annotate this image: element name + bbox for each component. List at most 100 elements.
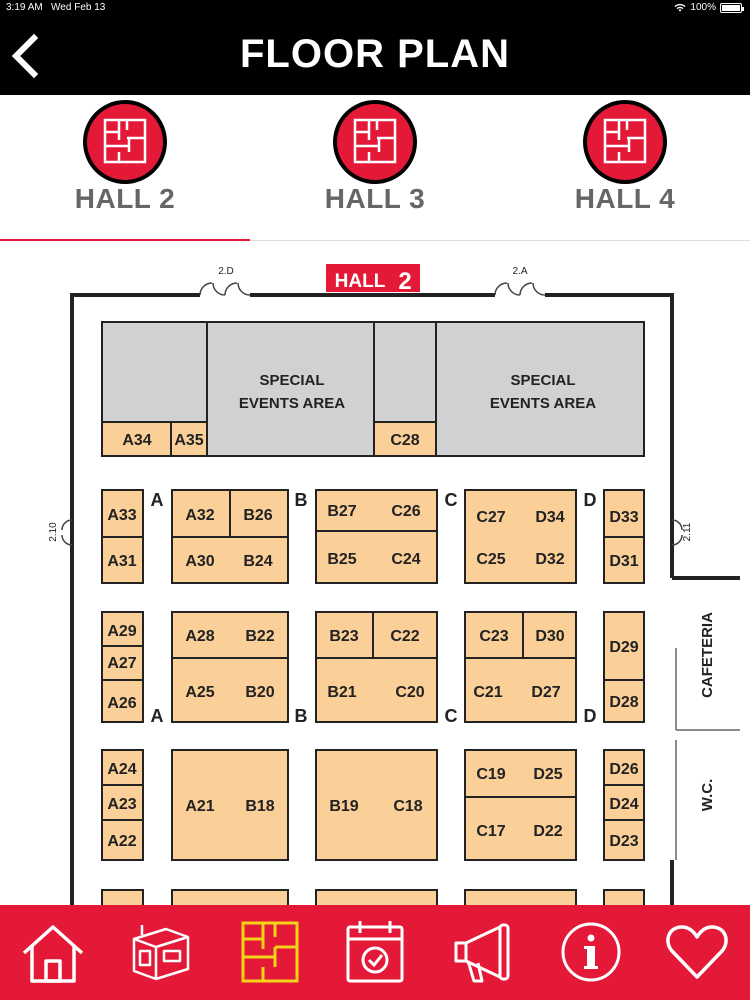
special-events-label: SPECIAL <box>259 372 324 389</box>
cafeteria-area[interactable]: CAFETERIA <box>675 612 740 731</box>
booth-block-a28[interactable] <box>171 611 289 659</box>
booth-block-c17[interactable] <box>464 796 577 861</box>
booth-c22[interactable] <box>372 611 438 659</box>
floor-plan-icon <box>83 100 167 184</box>
booth-d31[interactable] <box>603 536 645 584</box>
hall-sign-number: 2 <box>398 268 411 295</box>
status-time: 3:19 AM Wed Feb 13 <box>6 2 106 13</box>
nav-exhibitors[interactable] <box>126 917 196 987</box>
booth-label-a24: A24 <box>107 761 136 778</box>
booth-label-a35: A35 <box>174 432 203 449</box>
booth-label-a26: A26 <box>107 695 136 712</box>
booth-d30[interactable] <box>522 611 577 659</box>
nav-agenda[interactable] <box>340 917 410 987</box>
booth-label-b24: B24 <box>243 553 272 570</box>
booth-block-a25[interactable] <box>171 657 289 723</box>
booth-label-b26: B26 <box>243 507 272 524</box>
aisle-letter: B <box>295 490 308 510</box>
booth-label-c26: C26 <box>391 503 420 520</box>
booth-label-c22: C22 <box>390 628 419 645</box>
booth-block-a21[interactable] <box>171 749 289 861</box>
booth-label-d22: D22 <box>533 823 562 840</box>
booth-label-c25: C25 <box>476 551 505 568</box>
page-title: FLOOR PLAN <box>240 32 510 76</box>
aisle-letters: A B C D A B C D <box>151 490 597 726</box>
nav-home[interactable] <box>18 917 88 987</box>
header-bar: FLOOR PLAN <box>0 18 750 95</box>
booth-label-c23: C23 <box>479 628 508 645</box>
booth-label-c19: C19 <box>476 766 505 783</box>
floor-plan-icon <box>333 100 417 184</box>
nav-info[interactable] <box>556 917 626 987</box>
booth-a31[interactable] <box>101 536 144 584</box>
tab-label: HALL 3 <box>324 183 426 214</box>
booth-a35[interactable] <box>170 421 208 457</box>
tab-hall-4[interactable]: HALL 4 <box>500 95 750 241</box>
door-label-2a: 2.A <box>512 266 527 277</box>
booth-d28[interactable] <box>603 679 645 723</box>
booth-a33[interactable] <box>101 489 144 538</box>
booth-label-c20: C20 <box>395 684 424 701</box>
wc-area[interactable]: W.C. <box>675 740 716 860</box>
special-events-label: EVENTS AREA <box>239 395 345 412</box>
booth-block-b27[interactable] <box>315 489 438 532</box>
booth-b23[interactable] <box>315 611 374 659</box>
status-right: 100% <box>674 2 744 13</box>
door-labels: 2.D 2.A 2.10 2.11 <box>48 266 693 542</box>
tab-label: HALL 2 <box>74 183 176 214</box>
booth-a22[interactable] <box>101 819 144 861</box>
special-events-label: EVENTS AREA <box>490 395 596 412</box>
back-button[interactable] <box>6 32 46 80</box>
booth-label-d29: D29 <box>609 639 638 656</box>
booth-block-c19[interactable] <box>464 749 577 798</box>
nav-announcements[interactable] <box>450 917 520 987</box>
booth-block-b21[interactable] <box>315 657 438 723</box>
booth-block-c21[interactable] <box>464 657 577 723</box>
booth-label-a29: A29 <box>107 623 136 640</box>
booth-label-d26: D26 <box>609 761 638 778</box>
wifi-icon <box>675 3 686 12</box>
booth-label-c17: C17 <box>476 823 505 840</box>
floor-plan-map[interactable]: 2.D 2.A 2.10 2.11 HALL 2 SPECIAL EVENTS … <box>0 241 750 911</box>
booth-block-b19[interactable] <box>315 749 438 861</box>
booth-label-a23: A23 <box>107 796 136 813</box>
booth-label-c24: C24 <box>391 551 420 568</box>
booth-label-d33: D33 <box>609 509 638 526</box>
wc-label: W.C. <box>699 779 716 812</box>
booth-d26[interactable] <box>603 749 645 786</box>
booth-label-b27: B27 <box>327 503 356 520</box>
booth-label-a34: A34 <box>122 432 151 449</box>
booth-d23[interactable] <box>603 819 645 861</box>
cafeteria-label: CAFETERIA <box>699 612 716 698</box>
aisle-letter: C <box>445 706 458 726</box>
aisle-letter: C <box>445 490 458 510</box>
hall-walls <box>70 293 740 905</box>
booth-c28[interactable] <box>373 421 437 457</box>
aisle-letter: A <box>151 706 164 726</box>
nav-floor-plan[interactable] <box>235 917 305 987</box>
booth-a26[interactable] <box>101 679 144 723</box>
booth-label-b23: B23 <box>329 628 358 645</box>
tab-hall-3[interactable]: HALL 3 <box>250 95 500 241</box>
booth-block-b25[interactable] <box>315 530 438 584</box>
special-events-left[interactable]: SPECIAL EVENTS AREA <box>101 321 375 457</box>
tab-hall-2[interactable]: HALL 2 <box>0 95 250 242</box>
booth-d29[interactable] <box>603 611 645 681</box>
status-bar: 3:19 AM Wed Feb 13 100% <box>0 0 750 18</box>
hall-sign-text: HALL <box>335 271 386 292</box>
heart-icon <box>666 925 728 979</box>
booth-block-a30[interactable] <box>171 536 289 584</box>
booth-block-c27[interactable] <box>464 489 577 584</box>
special-events-label: SPECIAL <box>510 372 575 389</box>
special-events-right[interactable]: SPECIAL EVENTS AREA <box>373 321 645 457</box>
door-label-210: 2.10 <box>48 522 59 542</box>
nav-favorites[interactable] <box>662 917 732 987</box>
booth-label-c18: C18 <box>393 798 422 815</box>
booth-label-d32: D32 <box>535 551 564 568</box>
floor-plan-svg[interactable]: 2.D 2.A 2.10 2.11 HALL 2 SPECIAL EVENTS … <box>0 241 750 911</box>
booth-a29[interactable] <box>101 611 144 647</box>
calendar-icon <box>346 921 404 983</box>
booth-label-c21: C21 <box>473 684 502 701</box>
